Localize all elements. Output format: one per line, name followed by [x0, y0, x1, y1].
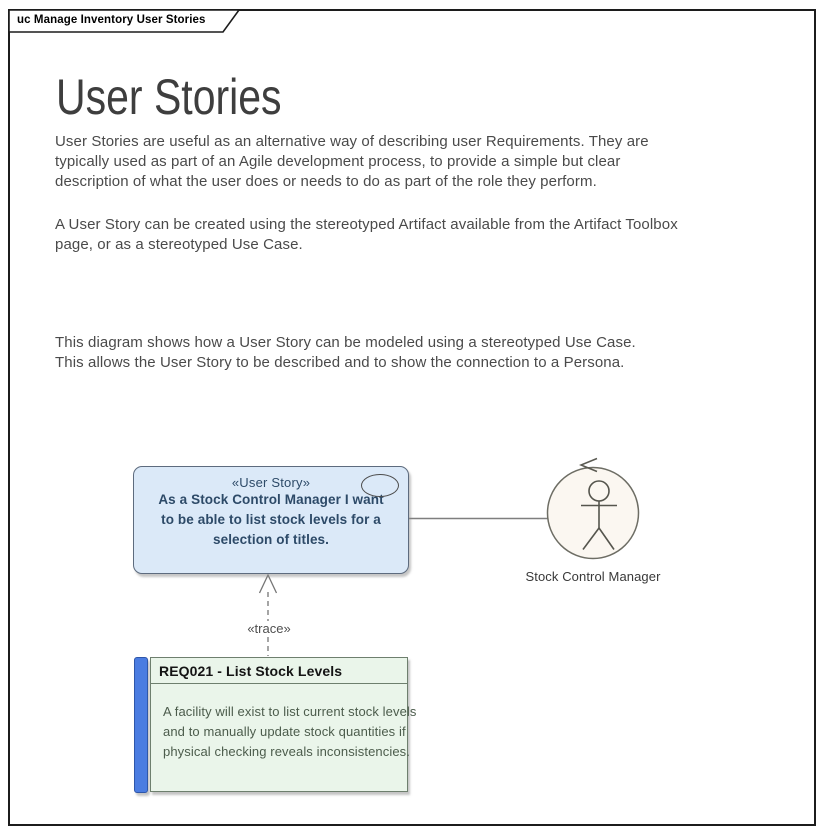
- requirement-description-line: and to manually update stock quantities …: [163, 724, 406, 739]
- diagram-note-paragraph: This diagram shows how a User Story can …: [55, 333, 636, 373]
- creation-line: A User Story can be created using the st…: [55, 216, 678, 233]
- open-arrowhead-icon: [258, 573, 278, 594]
- intro-line: typically used as part of an Agile devel…: [55, 153, 621, 170]
- use-case-text-line: selection of titles.: [212, 532, 330, 547]
- intro-line: description of what the user does or nee…: [55, 173, 597, 190]
- requirement-description-line: physical checking reveals inconsistencie…: [163, 744, 410, 759]
- frame-tab-label: uc Manage Inventory User Stories: [17, 14, 206, 26]
- use-case-user-story[interactable]: «User Story» As a Stock Control Manager …: [133, 466, 409, 574]
- use-case-text-line: As a Stock Control Manager I want: [158, 492, 384, 507]
- page-title: User Stories: [56, 69, 282, 125]
- actor-name-label: Stock Control Manager: [525, 569, 661, 584]
- persona-circle: [546, 466, 640, 560]
- stick-figure-icon: [581, 480, 617, 550]
- persona-arrow-icon: [579, 457, 598, 473]
- use-case-text-line: to be able to list stock levels for a: [161, 512, 381, 527]
- trace-stereotype-label: «trace»: [238, 621, 300, 637]
- creation-paragraph: A User Story can be created using the st…: [55, 215, 678, 255]
- intro-paragraph: User Stories are useful as an alternativ…: [55, 132, 649, 192]
- requirement-description: A facility will exist to list current st…: [151, 684, 417, 762]
- requirement-req021[interactable]: REQ021 - List Stock Levels A facility wi…: [150, 657, 417, 792]
- requirement-title: REQ021 - List Stock Levels: [151, 658, 407, 684]
- use-case-oval-icon: [361, 474, 399, 497]
- note-line: This diagram shows how a User Story can …: [55, 334, 636, 351]
- use-case-stereotype: «User Story»: [231, 475, 311, 490]
- actor-stock-control-manager[interactable]: [546, 457, 640, 560]
- note-line: This allows the User Story to be describ…: [55, 354, 625, 371]
- requirement-status-bar: [134, 657, 148, 793]
- intro-line: User Stories are useful as an alternativ…: [55, 133, 649, 150]
- frame-tab-shape: [9, 10, 240, 33]
- creation-line: page, or as a stereotyped Use Case.: [55, 236, 303, 253]
- requirement-description-line: A facility will exist to list current st…: [163, 704, 417, 719]
- trace-connector[interactable]: [258, 573, 278, 656]
